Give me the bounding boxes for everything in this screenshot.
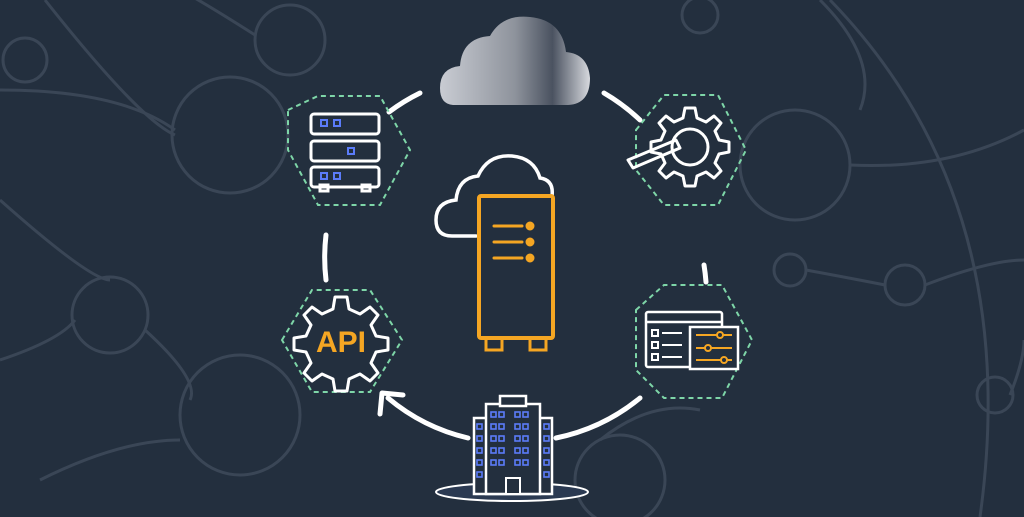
hex-border bbox=[635, 94, 748, 206]
api-label: API bbox=[316, 326, 366, 359]
flow-ring bbox=[322, 90, 709, 441]
office-building-icon bbox=[435, 394, 589, 502]
hex-border bbox=[287, 95, 412, 206]
dashboard-node bbox=[635, 284, 754, 399]
gear-wrench-node bbox=[626, 94, 748, 206]
gear-wrench-icon bbox=[626, 106, 731, 188]
api-gear-icon bbox=[292, 295, 390, 393]
api-gear-node: API bbox=[280, 289, 404, 393]
servers-node bbox=[287, 95, 412, 206]
hex-border bbox=[280, 289, 404, 393]
server-rack-icon bbox=[309, 112, 381, 193]
flow-arrow-icon bbox=[377, 390, 406, 417]
cloud-icon bbox=[440, 16, 590, 105]
cloud-server-tower-icon bbox=[434, 154, 555, 352]
settings-dashboard-icon bbox=[644, 310, 740, 371]
